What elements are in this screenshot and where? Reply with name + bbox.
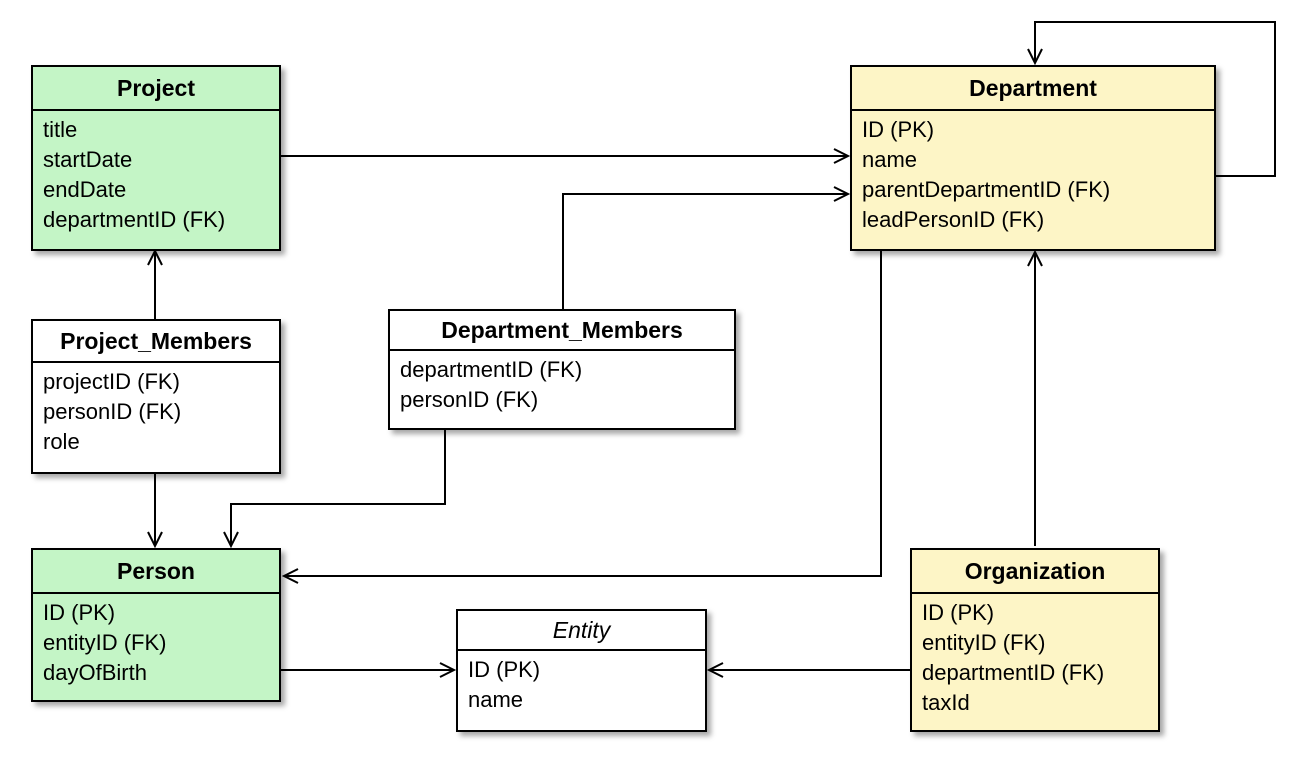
project-table-title: Project (33, 67, 279, 111)
table-field: ID (PK) (862, 117, 935, 142)
entity-table[interactable]: Entity ID (PK) name (456, 609, 707, 732)
table-field: departmentID (FK) (922, 660, 1105, 685)
table-field: leadPersonID (FK) (862, 207, 1045, 232)
table-field: projectID (FK) (43, 369, 180, 394)
table-field: name (862, 147, 918, 172)
project-table[interactable]: Project title startDate endDate departme… (31, 65, 281, 251)
entity-table-title: Entity (458, 611, 705, 651)
project-members-table[interactable]: Project_Members projectID (FK) personID … (31, 319, 281, 474)
department-field-list: ID (PK) name parentDepartmentID (FK) lea… (852, 111, 1214, 235)
organization-table[interactable]: Organization ID (PK) entityID (FK) depar… (910, 548, 1160, 732)
department-members-to-person-arrow (223, 430, 446, 549)
department-members-table[interactable]: Department_Members departmentID (FK) per… (388, 309, 736, 430)
table-field: ID (PK) (468, 657, 541, 682)
table-field: departmentID (FK) (400, 357, 583, 382)
table-field: name (468, 687, 524, 712)
department-members-to-department-arrow (562, 186, 851, 309)
table-field: title (43, 117, 78, 142)
organization-table-title: Organization (912, 550, 1158, 594)
project-field-list: title startDate endDate departmentID (FK… (33, 111, 279, 235)
table-field: taxId (922, 690, 970, 715)
organization-field-list: ID (PK) entityID (FK) departmentID (FK) … (912, 594, 1158, 718)
department-members-field-list: departmentID (FK) personID (FK) (390, 351, 734, 415)
entity-field-list: ID (PK) name (458, 651, 705, 715)
person-field-list: ID (PK) entityID (FK) dayOfBirth (33, 594, 279, 688)
project-members-table-title: Project_Members (33, 321, 279, 363)
table-field: dayOfBirth (43, 660, 147, 685)
department-table-title: Department (852, 67, 1214, 111)
table-field: entityID (FK) (922, 630, 1046, 655)
project-members-field-list: projectID (FK) personID (FK) role (33, 363, 279, 457)
table-field: endDate (43, 177, 127, 202)
person-table[interactable]: Person ID (PK) entityID (FK) dayOfBirth (31, 548, 281, 702)
table-field: departmentID (FK) (43, 207, 226, 232)
table-field: ID (PK) (43, 600, 116, 625)
table-field: startDate (43, 147, 133, 172)
department-table[interactable]: Department ID (PK) name parentDepartment… (850, 65, 1216, 251)
department-members-table-title: Department_Members (390, 311, 734, 351)
table-field: ID (PK) (922, 600, 995, 625)
table-field: personID (FK) (400, 387, 539, 412)
table-field: personID (FK) (43, 399, 182, 424)
table-field: parentDepartmentID (FK) (862, 177, 1111, 202)
person-table-title: Person (33, 550, 279, 594)
table-field: role (43, 429, 80, 454)
department-to-person-arrow (281, 251, 882, 584)
department-self-reference-arrow (1027, 21, 1276, 177)
table-field: entityID (FK) (43, 630, 167, 655)
